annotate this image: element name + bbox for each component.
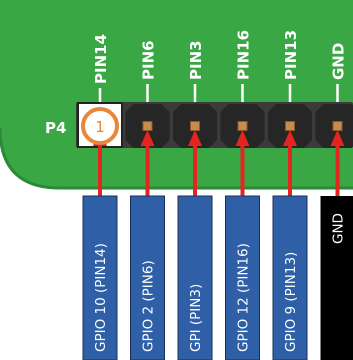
wire-label-pin13: GPIO 9 (PIN13) [283,252,299,352]
wire-label-gnd: GND [331,213,347,244]
pcb-board [0,0,353,188]
pin-contact-gnd [332,121,343,131]
pin-label-pin16: PIN16 [235,30,253,80]
pin-label-pin14: PIN14 [92,34,110,84]
wire-box-pin3 [177,195,213,360]
wire-label-pin3: GPI (PIN3) [188,284,204,352]
wire-box-pin16 [225,195,260,360]
pin-contact-pin6 [142,121,153,131]
wire-label-pin14: GPIO 10 (PIN14) [93,243,109,352]
arrow-head-pin3 [188,130,202,146]
pin-one-marker-text: 1 [95,118,105,136]
arrow-head-pin16 [235,130,250,146]
pin-label-gnd: GND [330,43,348,80]
pin-contact-pin3 [190,121,200,131]
wire-label-pin6: GPIO 2 (PIN6) [141,260,157,352]
wire-layer: GPIO 10 (PIN14) GPIO 2 (PIN6) GPI (PIN3) GP… [82,195,353,360]
pin-one-marker [81,107,119,145]
wire-box-pin6 [130,195,165,360]
pin-label-pin13: PIN13 [282,30,300,80]
arrow-head-pin6 [140,130,155,146]
wire-label-pin16: GPIO 12 (PIN16) [236,243,252,352]
arrow-head-pin13 [283,130,297,146]
pin-label-pin6: PIN6 [140,40,158,80]
header-label: P4 [45,119,66,137]
pcb-board-edge [0,127,353,190]
pin-contact-pin13 [285,121,295,131]
pin-label-pin3: PIN3 [187,40,205,80]
pin-layer: PIN14 PIN6 PIN3 PIN16 PIN13 GND [77,30,353,148]
arrow-head-gnd [330,130,345,146]
wire-box-gnd [320,196,353,360]
wire-box-pin14 [82,195,118,360]
wire-box-pin13 [272,195,308,360]
pin-contact-pin16 [237,121,248,131]
